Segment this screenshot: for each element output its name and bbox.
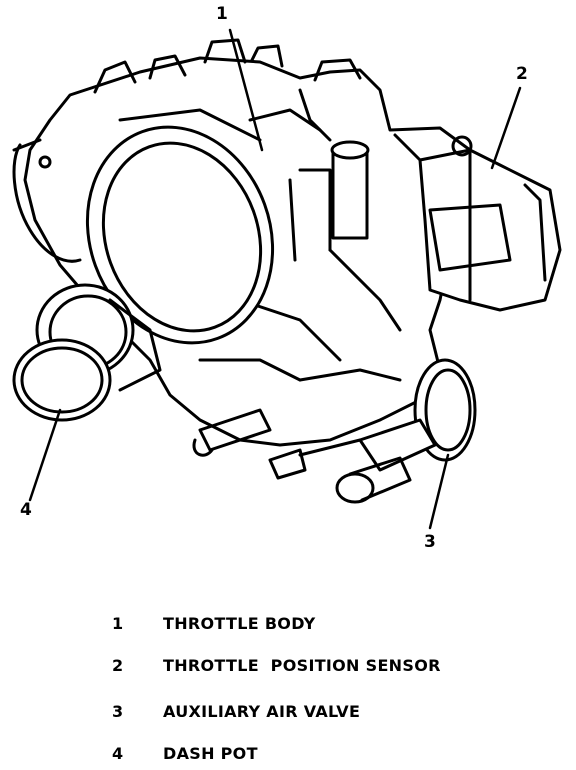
legend-label: THROTTLE POSITION SENSOR (163, 656, 441, 675)
legend-item-4: 4 DASH POT (0, 744, 576, 770)
legend-item-2: 2 THROTTLE POSITION SENSOR (0, 656, 576, 686)
legend-number: 2 (112, 656, 124, 675)
callout-4: 4 (20, 500, 32, 520)
legend-number: 3 (112, 702, 124, 721)
leader-line-2 (490, 86, 522, 170)
throttle-bore (12, 125, 275, 345)
air-tube (330, 140, 370, 240)
callout-2: 2 (516, 64, 528, 84)
leader-line-4 (28, 408, 62, 502)
throttle-body-illustration (12, 28, 562, 530)
leader-line-3 (428, 453, 450, 530)
legend-label: THROTTLE BODY (163, 614, 316, 633)
leader-line-1 (228, 28, 264, 152)
leader-lines (28, 28, 522, 530)
callout-3: 3 (424, 532, 436, 552)
legend-label: DASH POT (163, 744, 258, 763)
throttle-position-sensor (393, 133, 562, 312)
legend-number: 4 (112, 744, 124, 763)
callout-1: 1 (216, 4, 228, 24)
legend-item-3: 3 AUXILIARY AIR VALVE (0, 702, 576, 732)
legend-item-1: 1 THROTTLE BODY (0, 614, 576, 644)
dash-pot (12, 283, 162, 422)
auxiliary-air-valve (192, 358, 477, 504)
legend-label: AUXILIARY AIR VALVE (163, 702, 361, 721)
legend-number: 1 (112, 614, 124, 633)
